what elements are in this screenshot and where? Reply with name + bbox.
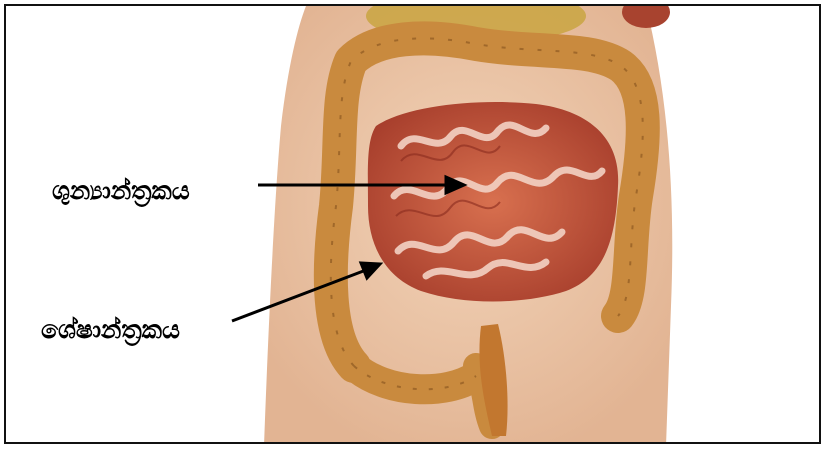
digestive-illustration — [6, 6, 821, 444]
label-large-intestine: ශේෂාන්ත්‍රකය — [41, 317, 180, 342]
diagram-frame: ශුන්‍යාන්ත්‍රකය ශේෂාන්ත්‍රකය — [4, 4, 821, 444]
label-small-intestine: ශුන්‍යාන්ත්‍රකය — [52, 178, 190, 203]
